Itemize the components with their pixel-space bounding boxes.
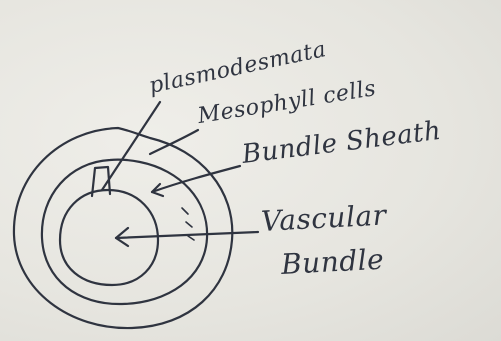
- mesophyll-pointer: [150, 130, 198, 154]
- vascular-bundle-label-line2: Bundle: [280, 243, 385, 281]
- vascular-bundle-label-line1: Vascular: [260, 198, 387, 238]
- vascular-pointer: [116, 232, 258, 238]
- plasmodesmata-pointer: [102, 102, 160, 190]
